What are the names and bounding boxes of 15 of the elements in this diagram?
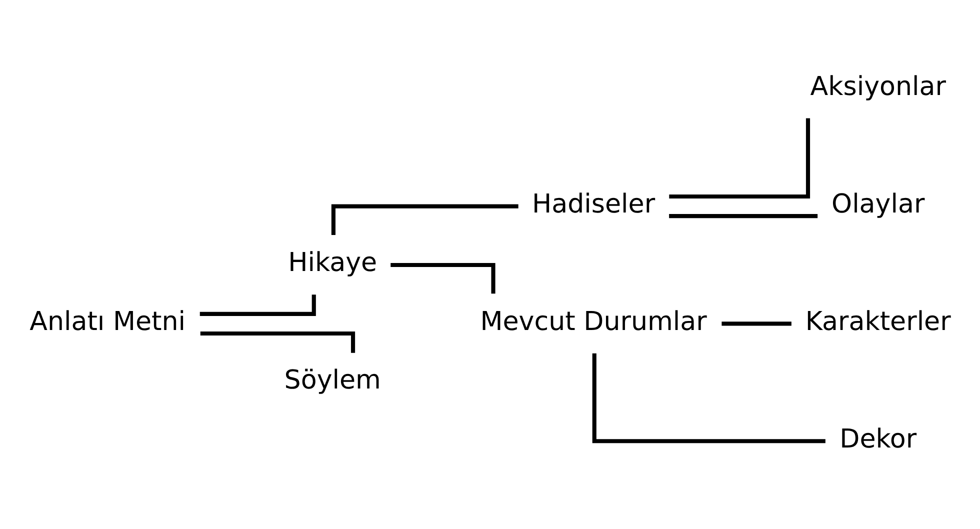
node-text: Dekor <box>840 424 917 454</box>
connector <box>669 214 818 218</box>
node-text: Anlatı Metni <box>30 306 186 336</box>
connector <box>722 321 792 326</box>
connector <box>390 262 496 294</box>
node-text: Söylem <box>284 365 381 396</box>
node-text: Mevcut Durumlar <box>480 306 707 336</box>
node-text: Karakterler <box>805 306 951 336</box>
connector <box>669 118 810 198</box>
connector <box>592 352 826 443</box>
node-text: Aksiyonlar <box>810 72 946 102</box>
connector <box>331 204 518 234</box>
node-text: Olaylar <box>832 188 925 219</box>
node-text: Hadiseler <box>532 188 656 219</box>
node-text: Hikaye <box>288 248 378 278</box>
